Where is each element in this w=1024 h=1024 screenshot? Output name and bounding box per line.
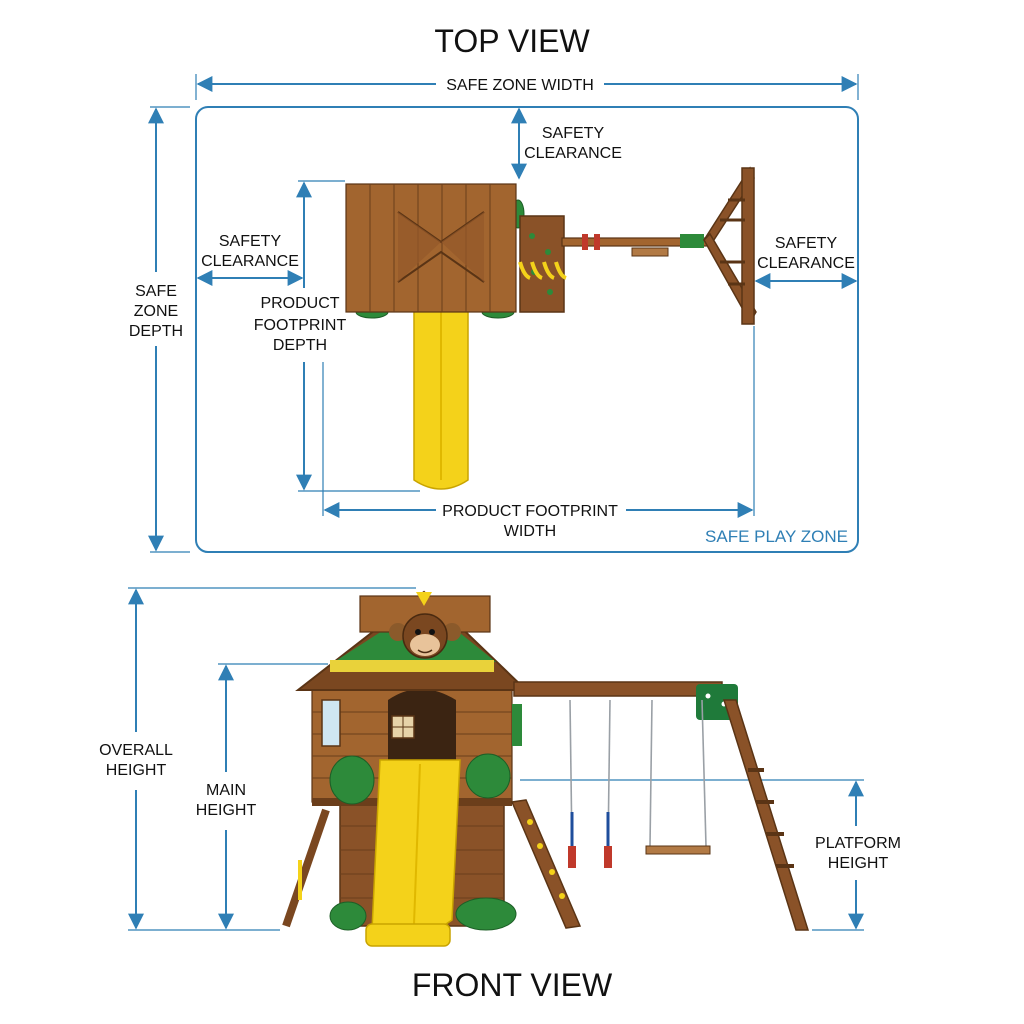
safety-clearance-left-dimension: SAFETY CLEARANCE [196, 233, 304, 286]
safe-play-zone-label: SAFE PLAY ZONE [705, 527, 848, 546]
safe-zone-depth-line3: DEPTH [129, 323, 183, 340]
safe-zone-depth-line1: SAFE [135, 283, 177, 300]
safe-zone-depth-line2: ZONE [134, 303, 178, 320]
footprint-depth-line2: FOOTPRINT [254, 317, 347, 334]
overall-height-line1: OVERALL [99, 742, 173, 759]
safety-clearance-right-dimension: SAFETY CLEARANCE [754, 235, 858, 289]
safety-clearance-right-line2: CLEARANCE [757, 255, 855, 272]
footprint-depth-line3: DEPTH [273, 337, 327, 354]
safety-clearance-right-line1: SAFETY [775, 235, 838, 252]
overall-height-dimension: OVERALL HEIGHT [99, 587, 416, 931]
main-height-line2: HEIGHT [196, 802, 257, 819]
safety-clearance-left-line1: SAFETY [219, 233, 282, 250]
safe-zone-boundary [195, 106, 859, 553]
platform-height-dimension: PLATFORM HEIGHT [520, 779, 901, 931]
top-view-title: TOP VIEW [434, 23, 590, 59]
safety-clearance-top-dimension: SAFETY CLEARANCE [511, 107, 622, 180]
footprint-depth-line1: PRODUCT [260, 295, 339, 312]
platform-height-line2: HEIGHT [828, 855, 889, 872]
overall-height-line2: HEIGHT [106, 762, 167, 779]
main-height-line1: MAIN [206, 782, 246, 799]
front-view-title: FRONT VIEW [412, 967, 613, 1003]
footprint-width-dimension: PRODUCT FOOTPRINT WIDTH [322, 326, 755, 540]
playset-top-view-illustration [345, 166, 757, 490]
footprint-width-line1: PRODUCT FOOTPRINT [442, 503, 618, 520]
safe-zone-depth-dimension: SAFE ZONE DEPTH [129, 106, 190, 553]
main-height-dimension: MAIN HEIGHT [196, 663, 328, 930]
safety-clearance-top-line1: SAFETY [542, 125, 605, 142]
safe-zone-width-dimension: SAFE ZONE WIDTH [195, 74, 859, 100]
safety-clearance-top-line2: CLEARANCE [524, 145, 622, 162]
footprint-width-line2: WIDTH [504, 523, 556, 540]
playset-front-view-illustration [282, 590, 810, 947]
safe-zone-width-label: SAFE ZONE WIDTH [446, 77, 594, 94]
safety-clearance-left-line2: CLEARANCE [201, 253, 299, 270]
platform-height-line1: PLATFORM [815, 835, 901, 852]
footprint-depth-dimension: PRODUCT FOOTPRINT DEPTH [254, 180, 420, 492]
